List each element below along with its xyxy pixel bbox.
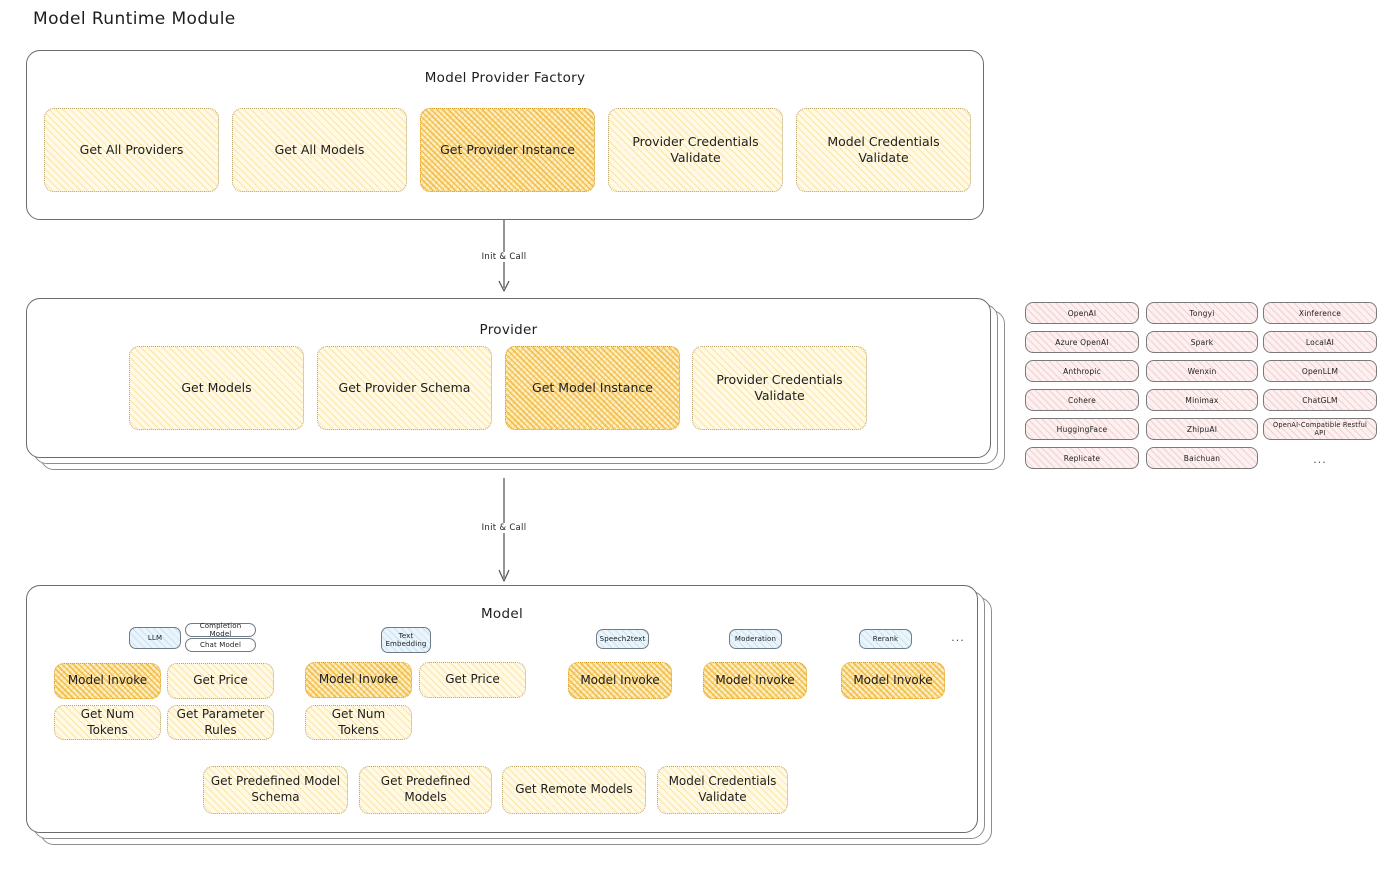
- provider-pill-cohere[interactable]: Cohere: [1025, 389, 1139, 411]
- provider-pill-wenxin[interactable]: Wenxin: [1146, 360, 1258, 382]
- model-common-node-get-predefined-models[interactable]: Get Predefined Models: [359, 766, 492, 814]
- provider-pill-openai-compatible-restful-api[interactable]: OpenAI-Compatible Restful API: [1263, 418, 1377, 440]
- factory-node-provider-credentials-validate[interactable]: Provider Credentials Validate: [608, 108, 783, 192]
- provider-pill-openllm[interactable]: OpenLLM: [1263, 360, 1377, 382]
- factory-node-get-all-providers[interactable]: Get All Providers: [44, 108, 219, 192]
- factory-node-get-all-models[interactable]: Get All Models: [232, 108, 407, 192]
- provider-pill-anthropic[interactable]: Anthropic: [1025, 360, 1139, 382]
- page-title: Model Runtime Module: [33, 9, 236, 29]
- provider-pill-huggingface[interactable]: HuggingFace: [1025, 418, 1139, 440]
- model-common-node-get-remote-models[interactable]: Get Remote Models: [502, 766, 646, 814]
- provider-pill-xinference[interactable]: Xinference: [1263, 302, 1377, 324]
- model-node-embedding-model-invoke[interactable]: Model Invoke: [305, 662, 412, 698]
- model-node-embedding-get-price[interactable]: Get Price: [419, 662, 526, 698]
- model-node-llm-get-num-tokens[interactable]: Get Num Tokens: [54, 705, 161, 740]
- model-node-moderation-model-invoke[interactable]: Model Invoke: [703, 662, 807, 699]
- arrow-provider-to-model: [498, 478, 510, 582]
- model-node-llm-get-parameter-rules[interactable]: Get Parameter Rules: [167, 705, 274, 740]
- provider-node-get-model-instance[interactable]: Get Model Instance: [505, 346, 680, 430]
- model-title: Model: [480, 606, 524, 622]
- model-node-rerank-model-invoke[interactable]: Model Invoke: [841, 662, 945, 699]
- factory-title: Model Provider Factory: [424, 70, 586, 86]
- model-node-embedding-get-num-tokens[interactable]: Get Num Tokens: [305, 705, 412, 740]
- provider-pill-replicate[interactable]: Replicate: [1025, 447, 1139, 469]
- provider-pill-openai[interactable]: OpenAI: [1025, 302, 1139, 324]
- provider-list-ellipsis: ...: [1313, 453, 1327, 466]
- factory-node-model-credentials-validate[interactable]: Model Credentials Validate: [796, 108, 971, 192]
- provider-pill-baichuan[interactable]: Baichuan: [1146, 447, 1258, 469]
- provider-pill-spark[interactable]: Spark: [1146, 331, 1258, 353]
- model-badge-llm[interactable]: LLM: [129, 627, 181, 649]
- provider-pill-azure-openai[interactable]: Azure OpenAI: [1025, 331, 1139, 353]
- model-node-speech2text-model-invoke[interactable]: Model Invoke: [568, 662, 672, 699]
- model-badge-moderation[interactable]: Moderation: [729, 629, 782, 649]
- provider-title: Provider: [479, 322, 538, 338]
- model-common-node-get-predefined-model-schema[interactable]: Get Predefined Model Schema: [203, 766, 348, 814]
- provider-node-provider-credentials-validate[interactable]: Provider Credentials Validate: [692, 346, 867, 430]
- provider-node-get-provider-schema[interactable]: Get Provider Schema: [317, 346, 492, 430]
- model-badge-text-embedding[interactable]: Text Embedding: [381, 627, 431, 653]
- model-badge-rerank[interactable]: Rerank: [859, 629, 912, 649]
- model-groups-ellipsis: ...: [951, 631, 965, 644]
- provider-pill-chatglm[interactable]: ChatGLM: [1263, 389, 1377, 411]
- model-node-llm-get-price[interactable]: Get Price: [167, 663, 274, 699]
- factory-node-get-provider-instance[interactable]: Get Provider Instance: [420, 108, 595, 192]
- model-tag-completion-model[interactable]: Completion Model: [185, 622, 256, 638]
- provider-node-get-models[interactable]: Get Models: [129, 346, 304, 430]
- model-node-llm-model-invoke[interactable]: Model Invoke: [54, 663, 161, 699]
- model-tag-chat-model[interactable]: Chat Model: [185, 638, 256, 652]
- model-badge-speech2text[interactable]: Speech2text: [596, 629, 649, 649]
- provider-pill-tongyi[interactable]: Tongyi: [1146, 302, 1258, 324]
- model-common-node-model-credentials-validate[interactable]: Model Credentials Validate: [657, 766, 788, 814]
- arrow-label-init-call-2: Init & Call: [459, 523, 549, 533]
- provider-pill-minimax[interactable]: Minimax: [1146, 389, 1258, 411]
- arrow-label-init-call-1: Init & Call: [459, 252, 549, 262]
- provider-pill-zhipuai[interactable]: ZhipuAI: [1146, 418, 1258, 440]
- provider-pill-localai[interactable]: LocalAI: [1263, 331, 1377, 353]
